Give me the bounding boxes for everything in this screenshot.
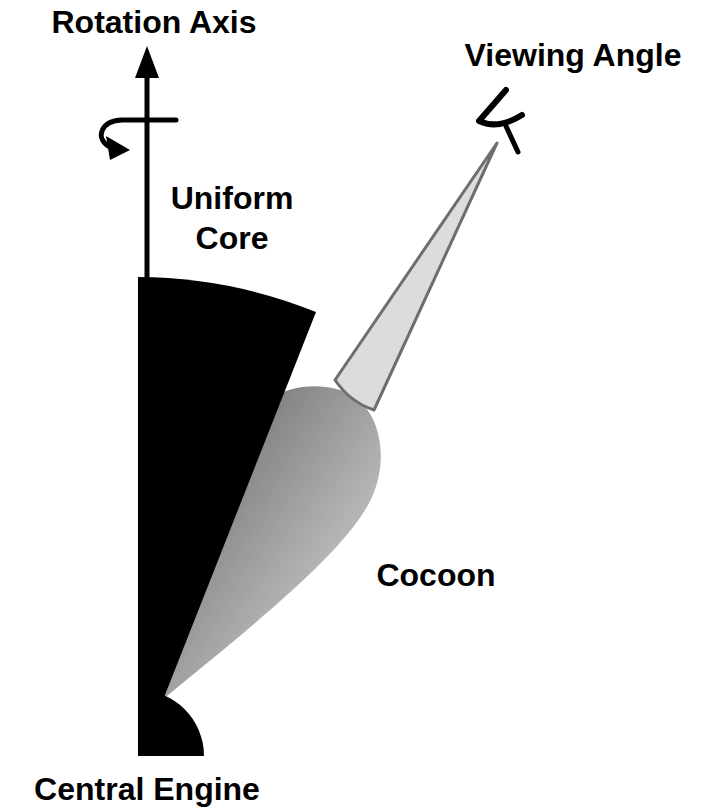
central-engine bbox=[138, 690, 204, 756]
part-label: Cocoon bbox=[336, 555, 536, 595]
rotation-arrowhead bbox=[106, 136, 130, 160]
part-label: Central Engine bbox=[7, 769, 287, 809]
part-label: Rotation Axis bbox=[4, 2, 304, 42]
eye-tail bbox=[505, 124, 518, 152]
eye-symbol bbox=[479, 90, 522, 124]
part-label: Uniform Core bbox=[157, 178, 307, 258]
rotation-axis-line bbox=[145, 70, 150, 756]
axis-arrowhead bbox=[135, 46, 159, 78]
uniform-core-wedge bbox=[138, 277, 316, 700]
viewing-cone bbox=[335, 143, 497, 410]
part-label: Viewing Angle bbox=[443, 35, 703, 75]
